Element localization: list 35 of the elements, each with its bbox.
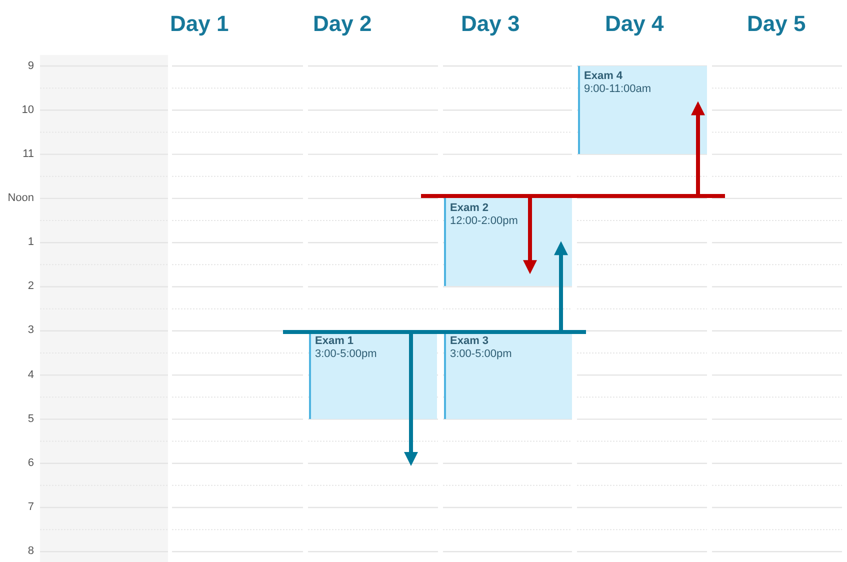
hour-label: 3: [28, 324, 34, 338]
event-time: 12:00-2:00pm: [450, 215, 518, 228]
day-heading: Day 2: [313, 11, 372, 37]
hour-label: Noon: [8, 192, 34, 205]
event-block: [444, 331, 572, 419]
event-title: Exam 2: [450, 202, 489, 215]
day-heading: Day 3: [461, 11, 520, 37]
hour-label: 11: [22, 148, 34, 161]
event-time: 9:00-11:00am: [584, 83, 652, 96]
arrow: [554, 241, 568, 330]
day-heading: Day 1: [170, 11, 229, 37]
hour-label: 10: [22, 104, 34, 117]
hour-label: 8: [28, 545, 34, 558]
day-heading: Day 4: [605, 11, 664, 37]
arrow: [523, 198, 537, 274]
arrow: [691, 101, 705, 194]
event-time: 3:00-5:00pm: [315, 348, 377, 361]
hour-label: 4: [28, 368, 34, 382]
horizontal-bar: [421, 194, 725, 198]
hour-label: 1: [28, 236, 34, 250]
hour-label: 9: [28, 60, 34, 72]
event-time: 3:00-5:00pm: [450, 348, 512, 361]
event-block: [444, 198, 572, 286]
hour-label: 2: [28, 280, 34, 294]
event-title: Exam 1: [315, 335, 354, 348]
day-heading: Day 5: [747, 11, 806, 37]
hour-label: 7: [28, 501, 34, 514]
hour-label: 5: [28, 412, 34, 426]
arrow: [404, 334, 418, 466]
event-block: [578, 66, 707, 154]
event-title: Exam 3: [450, 335, 489, 348]
event-title: Exam 4: [584, 70, 623, 83]
horizontal-bar: [283, 330, 586, 334]
event-block: [309, 331, 437, 419]
hour-label: 6: [28, 456, 34, 470]
